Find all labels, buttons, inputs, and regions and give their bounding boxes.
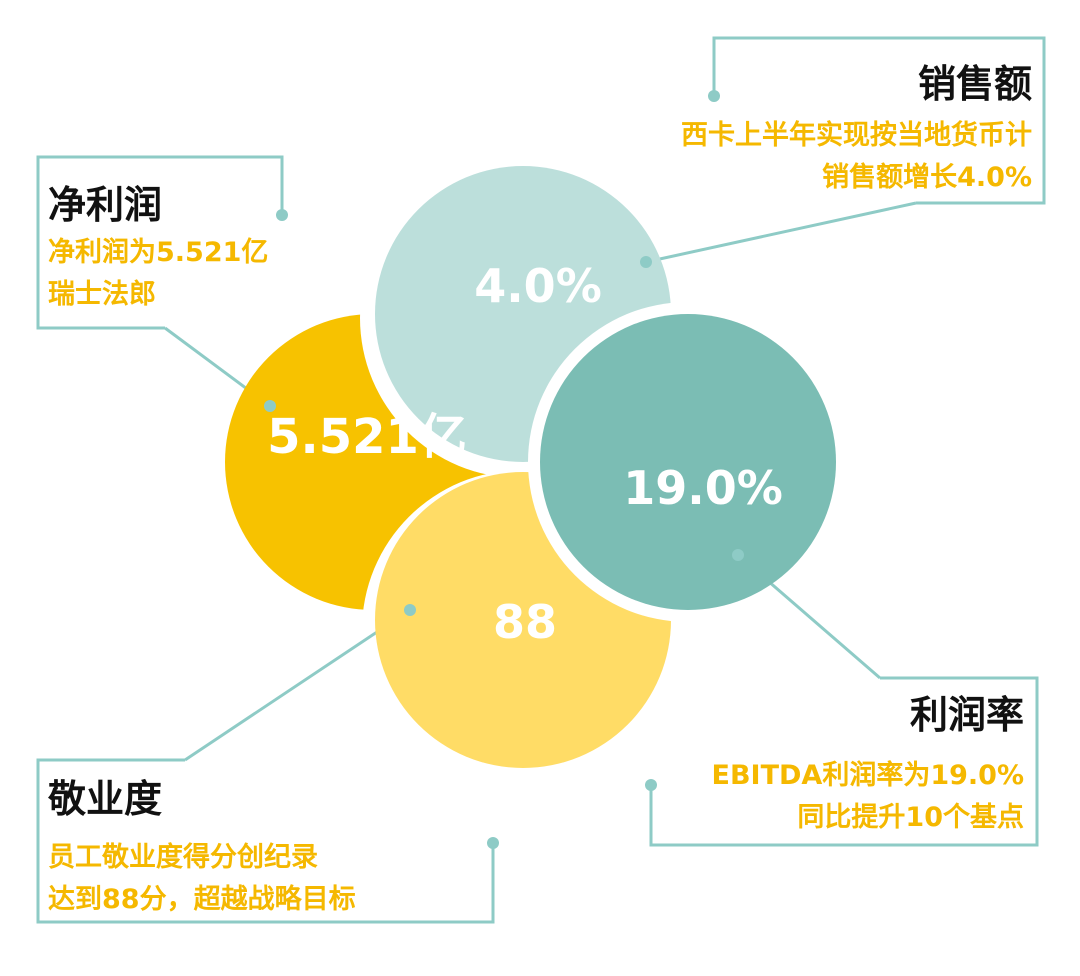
profit-callout: 净利润 净利润为5.521亿 瑞士法郎 xyxy=(36,155,284,330)
profit-value: 5.521亿 xyxy=(267,409,467,465)
sales-callout: 销售额 西卡上半年实现按当地货币计 销售额增长4.0% xyxy=(681,36,1046,205)
margin-callout-desc-2: 同比提升10个基点 xyxy=(797,802,1024,833)
engagement-callout: 敬业度 员工敬业度得分创纪录 达到88分，超越战略目标 xyxy=(36,758,495,924)
dot-sales-circle xyxy=(640,256,652,268)
margin-callout: 利润率 EBITDA利润率为19.0% 同比提升10个基点 xyxy=(649,676,1039,847)
margin-callout-frame xyxy=(649,676,1039,847)
engagement-callout-frame xyxy=(36,758,495,924)
profit-callout-title: 净利润 xyxy=(48,183,162,227)
sales-callout-frame xyxy=(712,36,1046,205)
engagement-value: 88 xyxy=(493,595,557,649)
dot-margin-circle xyxy=(732,549,744,561)
sales-callout-desc-1: 西卡上半年实现按当地货币计 xyxy=(681,119,1032,151)
connector-sales xyxy=(645,201,917,264)
sales-callout-desc-2: 销售额增长4.0% xyxy=(822,161,1032,193)
sales-callout-title: 销售额 xyxy=(918,62,1032,106)
profit-callout-desc-2: 瑞士法郎 xyxy=(48,279,156,310)
profit-callout-frame xyxy=(36,155,284,330)
profit-callout-desc-1: 净利润为5.521亿 xyxy=(48,236,268,268)
margin-callout-title: 利润率 xyxy=(910,693,1024,737)
margin-value: 19.0% xyxy=(623,461,783,515)
connector-engagement xyxy=(184,608,411,762)
engagement-callout-title: 敬业度 xyxy=(47,777,162,821)
engagement-callout-desc-2: 达到88分，超越战略目标 xyxy=(48,883,356,915)
engagement-callout-desc-1: 员工敬业度得分创纪录 xyxy=(48,841,318,873)
dot-profit-circle xyxy=(264,400,276,412)
circles xyxy=(225,166,836,768)
dot-engagement-circle xyxy=(404,604,416,616)
sales-value: 4.0% xyxy=(474,259,602,313)
engagement-circle xyxy=(375,472,671,768)
margin-callout-desc-1: EBITDA利润率为19.0% xyxy=(712,759,1024,791)
